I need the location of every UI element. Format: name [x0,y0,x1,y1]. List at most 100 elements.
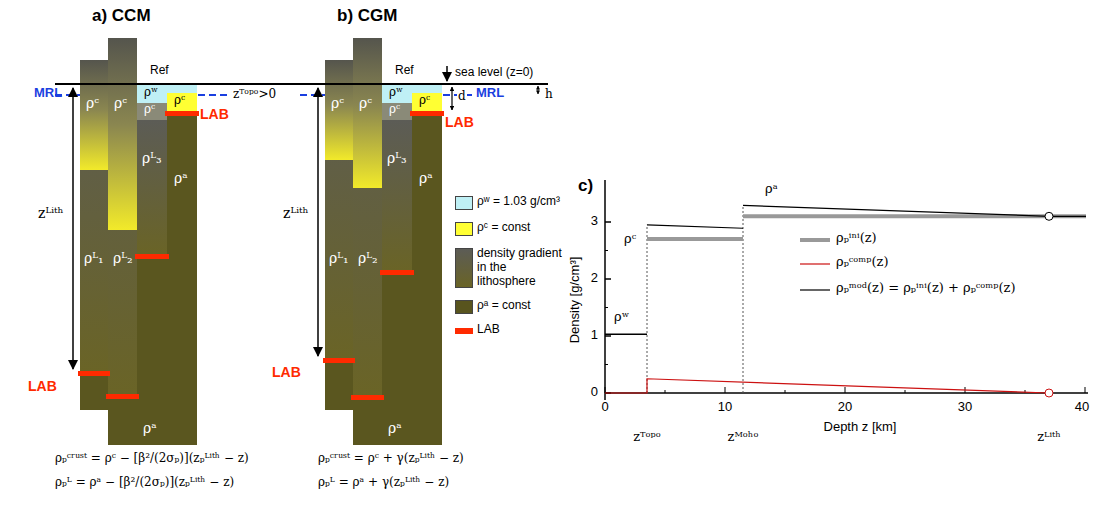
label: ρᴸ₃ [142,150,162,166]
label: zᴸⁱᵗʰ [283,205,309,221]
label: ρₚᴸ = ρᵃ + γ(zₚᴸⁱᵗʰ − z) [318,476,449,490]
label: ρᴸ₂ [358,250,378,266]
label: 10 [718,400,732,415]
lithosphere-column [325,60,353,360]
label: 3 [591,214,598,229]
label: LAB [445,114,474,130]
lab-bar [106,394,139,399]
label: d [457,90,467,104]
label: ρᶜ [419,94,430,108]
crust-layer [382,103,412,120]
lab-bar [410,111,444,116]
tick [605,387,606,393]
label: ρᶜ [389,103,400,117]
legend-line [800,289,830,290]
legend-text: LAB [477,323,563,337]
sea-level-arrow [446,66,448,81]
tick [845,387,846,393]
tick [605,278,611,280]
label: 0 [591,385,598,400]
label: Depth z [km] [824,420,897,435]
label: LAB [272,364,301,380]
label: c) [578,176,593,196]
legend-text: ρₚⁱⁿⁱ(z) [836,231,877,246]
label: ρᶜ [174,94,185,108]
legend-swatch [455,222,473,236]
label: ρʷ [144,86,158,100]
lab-bar [380,270,414,275]
legend-swatch [455,300,473,314]
lithosphere-column [137,120,167,256]
label: ρᴸ₁ [329,250,349,266]
label: ρₚᶜʳᵘˢᵗ = ρᶜ − [β²/(2σₚ)](zₚᴸⁱᵗʰ − z) [55,452,249,466]
model-density [647,225,743,228]
label: ρᵃ [143,420,157,436]
label: ρᴸ₃ [387,150,407,166]
label: zᴸⁱᵗʰ [1037,430,1061,445]
label: 1 [591,328,598,343]
label: ρᵃ [388,420,402,436]
label: 0 [601,400,608,415]
label: b) CGM [337,6,397,26]
water-layer [382,84,412,103]
label: zᴸⁱᵗʰ [38,205,64,221]
crust-layer [353,38,382,188]
lab-bar [323,358,355,363]
label: ρᵃ [174,170,188,186]
asthenosphere [80,373,108,410]
crust-layer [108,38,137,230]
asthenosphere [325,360,353,410]
crust-layer [167,93,197,113]
label: MRL [476,86,504,101]
legend-swatch [455,248,473,288]
tick [785,390,786,393]
tick [605,221,611,223]
lab-bar [351,395,384,400]
topo-marker [647,225,648,393]
label: Ref [150,64,169,78]
legend-text: ρᶜ = const [477,221,563,235]
depth-arrow [317,88,319,356]
crust-layer [412,93,442,113]
legend-text: ρᵃ = const [477,299,563,313]
y-axis [604,180,606,400]
crust-layer [137,103,167,120]
water-layer [412,84,442,93]
label: ρᶜ [331,95,344,111]
legend-text: ρₚᶜᵒᵐᵖ(z) [836,255,889,270]
lithosphere-column [108,38,137,396]
label: ρₚᶜʳᵘˢᵗ = ρᶜ + γ(zₚᴸⁱᵗʰ − z) [318,452,464,466]
lab-bar [78,371,110,376]
lithosphere-column [382,120,412,272]
lith-point [1045,389,1053,397]
x-axis [605,392,1088,394]
label: zᴹᵒʰᵒ [728,430,759,445]
legend-swatch [455,328,473,334]
water-layer [137,84,167,103]
label: Ref [395,64,414,78]
label: MRL [34,86,62,101]
label: h [545,88,553,102]
tick [905,390,906,393]
tick [605,335,611,337]
sea-level-line [55,83,548,85]
label: sea level (z=0) [455,66,533,80]
legend-text: ρʷ = 1.03 g/cm³ [477,195,563,209]
label: ρᴸ₂ [113,250,133,266]
label: LAB [200,106,229,122]
lab-bar [165,111,199,116]
tick [605,307,608,308]
legend-text: density gradient in the lithosphere [477,247,563,288]
legend-line [800,263,830,264]
label: Density [g/cm³] [568,257,583,344]
lithosphere-column [353,38,382,397]
tick [605,250,608,251]
tick [725,387,726,393]
label: ρᶜ [114,95,127,111]
lab-bar [135,254,169,259]
label: ρᴸ₁ [84,250,104,266]
tick [605,364,608,365]
legend-line [800,238,830,242]
